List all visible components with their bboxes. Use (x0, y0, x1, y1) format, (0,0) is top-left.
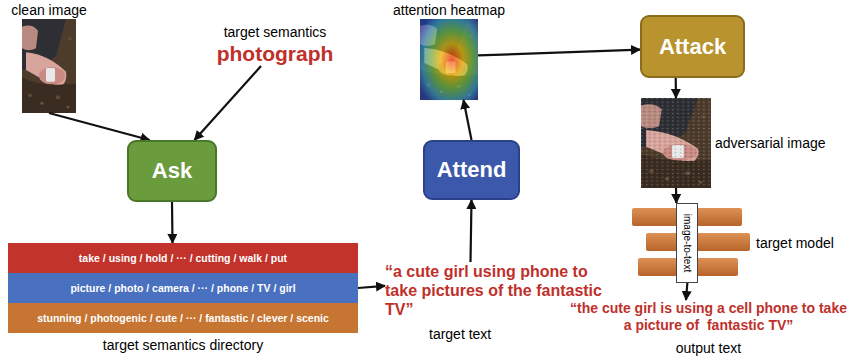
heatmap-overlay (420, 19, 478, 100)
box-label: Attend (437, 157, 507, 183)
directory-box: target semantics directorytake / using /… (8, 243, 358, 333)
flow-arrow (478, 50, 640, 56)
image-node: adversarial image (641, 98, 711, 188)
model-label: image-to-text (682, 214, 693, 272)
flow-arrow (471, 200, 472, 262)
target-word: photograph (205, 42, 345, 66)
image-caption: attention heatmap (393, 2, 505, 18)
process-box: Attack (640, 15, 745, 78)
model-node: target modelimage-to-text (630, 203, 752, 283)
heatmap-photo (420, 19, 478, 100)
word-list: picture / photo / camera / ··· / phone /… (70, 282, 295, 294)
image-node: clean image (22, 19, 76, 113)
heatmap-image (420, 19, 478, 100)
output-sentence: “the cute girl is using a cell phone to … (568, 300, 849, 334)
image-node: attention heatmap (420, 19, 478, 100)
adversarial-noise (641, 98, 711, 188)
box-label: Attack (659, 34, 726, 60)
semantics-node: target semantics photograph (205, 24, 345, 66)
flow-arrow (195, 66, 262, 140)
flow-arrow (686, 283, 687, 300)
image-caption: adversarial image (715, 135, 826, 151)
flow-arrow (675, 78, 677, 98)
adversarial-photo (641, 98, 711, 188)
word-list: stunning / photogenic / cute / ··· / fan… (37, 312, 329, 324)
flow-arrow (675, 188, 678, 203)
process-box: Attend (423, 140, 520, 200)
process-box: Ask (127, 140, 217, 202)
image-caption: clean image (11, 2, 87, 18)
text-caption: output text (568, 340, 849, 356)
word-band: picture / photo / camera / ··· / phone /… (8, 273, 358, 303)
flow-arrow (464, 100, 472, 140)
model-box: image-to-text (676, 203, 698, 283)
directory-caption: target semantics directory (103, 337, 263, 353)
clean-image (22, 19, 76, 113)
word-band: take / using / hold / ··· / cutting / wa… (8, 243, 358, 273)
adversarial-picture (641, 98, 711, 188)
word-list: take / using / hold / ··· / cutting / wa… (79, 252, 287, 264)
word-band: stunning / photogenic / cute / ··· / fan… (8, 303, 358, 333)
flow-arrow (49, 113, 150, 140)
semantics-heading: target semantics (205, 24, 345, 40)
text-caption: target text (385, 326, 610, 342)
flow-arrow (171, 202, 174, 243)
flow-arrow (358, 286, 385, 288)
box-label: Ask (152, 158, 192, 184)
text-node: “the cute girl is using a cell phone to … (568, 300, 849, 356)
model-layer (646, 233, 750, 251)
model-caption: target model (756, 235, 834, 251)
